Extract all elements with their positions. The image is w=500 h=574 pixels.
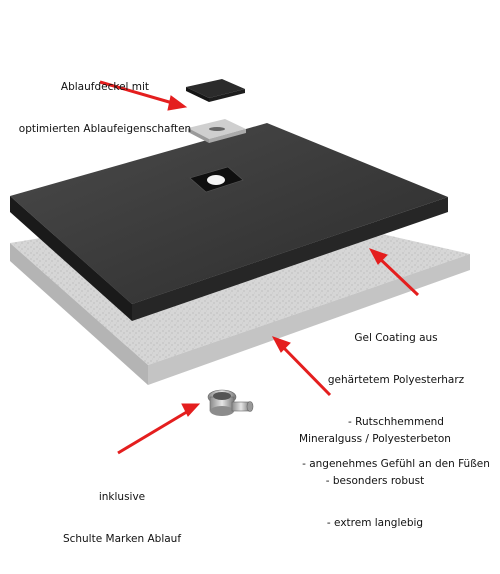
label-drain: inklusive Schulte Marken Ablauf xyxy=(42,462,202,574)
label-line: - besonders robust xyxy=(325,475,425,487)
label-gel-coating: Gel Coating aus gehärtetem Polyesterharz… xyxy=(300,303,492,499)
arrows xyxy=(99,80,420,455)
label-drain-cover: Ablaufdeckel mit optimierten Ablaufeigen… xyxy=(10,52,200,164)
mineral-base-side xyxy=(148,254,470,385)
shower-tray-top xyxy=(10,123,448,304)
label-line: Ablaufdeckel mit xyxy=(60,81,150,93)
shower-tray xyxy=(10,123,448,321)
mineral-base-front xyxy=(10,243,148,385)
label-mineral-cast: Mineralguss / Polyesterbeton - besonders… xyxy=(290,404,460,558)
arrow-coating xyxy=(368,248,420,297)
label-line: optimierten Ablaufeigenschaften xyxy=(18,123,192,135)
arrow-cover xyxy=(99,80,188,111)
label-line: gehärtetem Polyesterharz xyxy=(327,374,465,386)
shower-tray-front xyxy=(10,196,132,321)
label-line: Gel Coating aus xyxy=(354,332,438,344)
arrow-drain xyxy=(117,403,201,455)
diagram-graphic xyxy=(10,79,470,455)
label-line: inklusive xyxy=(98,491,146,503)
label-line: Schulte Marken Ablauf xyxy=(62,533,182,545)
label-line: - angenehmes Gefühl an den Füßen xyxy=(302,458,490,470)
drain-part-icon xyxy=(207,389,254,416)
drain-cover-black xyxy=(186,79,245,102)
drain-cover-silver xyxy=(188,119,246,143)
tray-drain-hole xyxy=(207,175,225,185)
product-diagram: Ablaufdeckel mit optimierten Ablaufeigen… xyxy=(10,52,492,545)
label-line: Mineralguss / Polyesterbeton xyxy=(299,433,451,445)
shower-tray-side xyxy=(132,197,448,321)
arrow-mineral xyxy=(271,336,332,397)
label-line: - Rutschhemmend xyxy=(348,416,444,428)
label-line: - extrem langlebig xyxy=(326,517,424,529)
